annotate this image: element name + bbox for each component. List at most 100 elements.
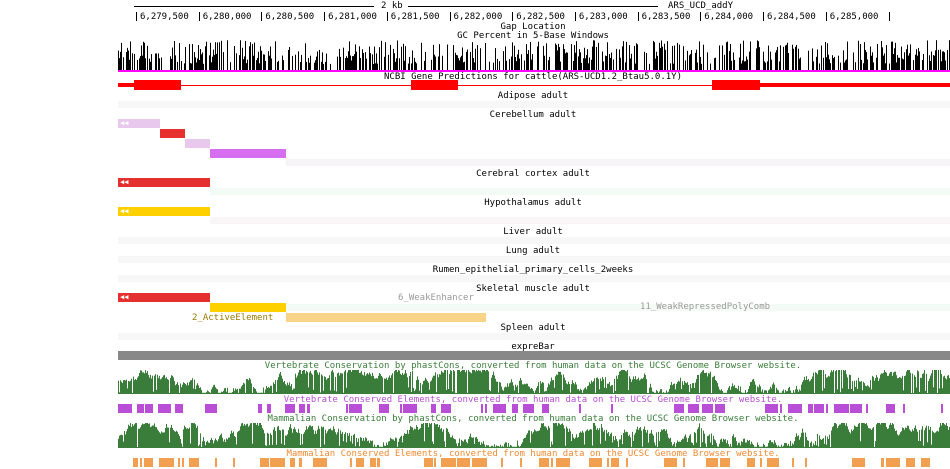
gc-bar xyxy=(829,59,830,72)
cerebellum-seg-3[interactable] xyxy=(185,139,210,148)
conservation-bar xyxy=(306,426,307,448)
conservation-bar xyxy=(661,389,662,394)
gc-bar xyxy=(118,50,119,72)
track-label-adipose[interactable]: Adipose adult xyxy=(497,91,569,101)
skeletal-seg-1[interactable]: ◀◀ xyxy=(118,293,210,302)
skeletal-seg-3[interactable] xyxy=(286,313,486,322)
gene-exon-1[interactable] xyxy=(134,80,181,90)
conservation-bar xyxy=(769,389,770,394)
conservation-bar xyxy=(368,374,369,394)
conservation-bar xyxy=(667,392,668,394)
conservation-bar xyxy=(194,423,195,448)
track-label-spleen[interactable]: Spleen adult xyxy=(500,323,566,333)
conservation-bar xyxy=(416,425,417,448)
conservation-bar xyxy=(570,392,571,394)
conservation-bar xyxy=(485,371,486,394)
conservation-bar xyxy=(370,374,371,394)
gc-bar xyxy=(715,57,716,72)
conservation-bar xyxy=(939,388,940,394)
conserved-element xyxy=(182,458,184,467)
conservation-bar xyxy=(603,431,604,448)
track-label-hypothalamus[interactable]: Hypothalamus adult xyxy=(484,198,582,208)
conservation-bar xyxy=(625,371,626,394)
gene-exon-3[interactable] xyxy=(712,80,760,90)
conservation-bar xyxy=(896,375,897,394)
conservation-bar xyxy=(662,430,663,448)
conservation-bar xyxy=(275,380,276,394)
conservation-bar xyxy=(831,430,832,448)
conservation-bar xyxy=(521,443,522,448)
gc-bar xyxy=(511,56,512,72)
conservation-bar xyxy=(426,423,427,448)
vert-phastcons-track[interactable] xyxy=(118,370,950,394)
gene-exon-2[interactable] xyxy=(411,80,458,90)
track-label-cerebellum[interactable]: Cerebellum adult xyxy=(489,110,577,120)
conservation-bar xyxy=(645,375,646,394)
track-label-vert-phastcons[interactable]: Vertebrate Conservation by phastCons, co… xyxy=(264,361,802,371)
conservation-bar xyxy=(894,371,895,394)
track-label-mamm-elements[interactable]: Mammalian Conserved Elements, converted … xyxy=(286,449,780,459)
track-label-ncbi[interactable]: NCBI Gene Predictions for cattle(ARS-UCD… xyxy=(383,72,683,82)
conservation-bar xyxy=(467,443,468,448)
conservation-bar xyxy=(874,447,875,448)
conservation-bar xyxy=(315,370,316,394)
cerebellum-seg-1[interactable]: ◀◀ xyxy=(118,119,160,128)
mamm-elements-track[interactable] xyxy=(118,458,950,468)
conservation-bar xyxy=(655,392,656,394)
track-label-mamm-phastcons[interactable]: Mammalian Conservation by phastCons, con… xyxy=(267,414,799,424)
conservation-bar xyxy=(602,377,603,394)
conservation-bar xyxy=(793,390,794,394)
skeletal-seg-2[interactable] xyxy=(210,303,286,312)
vert-elements-track[interactable] xyxy=(118,404,950,414)
conservation-bar xyxy=(721,389,722,394)
track-label-skeletal[interactable]: Skeletal muscle adult xyxy=(476,284,590,294)
conservation-bar xyxy=(420,383,421,394)
conserved-element xyxy=(441,404,451,413)
conservation-bar xyxy=(711,393,712,394)
conserved-element xyxy=(512,404,518,413)
cortex-seg-1[interactable]: ◀◀ xyxy=(118,178,210,187)
track-label-exprebar[interactable]: expreBar xyxy=(511,342,555,352)
track-label-lung[interactable]: Lung adult xyxy=(505,246,561,256)
conservation-bar xyxy=(355,446,356,448)
conservation-bar xyxy=(399,438,400,448)
conservation-bar xyxy=(330,390,331,394)
conservation-bar xyxy=(232,433,233,448)
exprebar-bar[interactable] xyxy=(118,351,950,360)
conserved-element xyxy=(886,404,895,413)
track-label-rumen[interactable]: Rumen_epithelial_primary_cells_2weeks xyxy=(432,265,634,275)
conservation-bar xyxy=(881,423,882,448)
conservation-bar xyxy=(834,423,835,448)
track-label-gap[interactable]: Gap Location xyxy=(500,22,566,32)
conservation-bar xyxy=(734,385,735,394)
track-label-liver[interactable]: Liver adult xyxy=(503,227,563,237)
gc-percent-track[interactable] xyxy=(118,40,950,72)
conservation-bar xyxy=(492,375,493,394)
gc-bar xyxy=(289,46,290,72)
track-label-vert-elements[interactable]: Vertebrate Conserved Elements, converted… xyxy=(283,395,783,405)
gc-bar xyxy=(300,61,301,72)
gc-bar xyxy=(827,43,828,72)
conservation-bar xyxy=(753,444,754,448)
gc-bar xyxy=(700,56,701,72)
conservation-bar xyxy=(461,439,462,448)
mamm-phastcons-track[interactable] xyxy=(118,423,950,448)
conservation-bar xyxy=(547,429,548,448)
hypothalamus-seg-1[interactable]: ◀◀ xyxy=(118,207,210,216)
cerebellum-seg-4[interactable] xyxy=(210,149,286,158)
gc-bar xyxy=(245,40,246,72)
conservation-bar xyxy=(447,428,448,448)
conservation-bar xyxy=(750,444,751,448)
track-label-cortex[interactable]: Cerebral cortex adult xyxy=(476,169,590,179)
conservation-bar xyxy=(814,393,815,394)
conservation-bar xyxy=(775,442,776,448)
conservation-bar xyxy=(852,431,853,448)
gc-bar xyxy=(305,43,306,72)
cerebellum-seg-2[interactable] xyxy=(160,129,185,138)
conservation-bar xyxy=(704,373,705,394)
conservation-bar xyxy=(603,379,604,394)
conservation-bar xyxy=(237,432,238,448)
conservation-bar xyxy=(759,446,760,448)
track-label-gc[interactable]: GC Percent in 5-Base Windows xyxy=(457,31,609,41)
conservation-bar xyxy=(229,392,230,394)
